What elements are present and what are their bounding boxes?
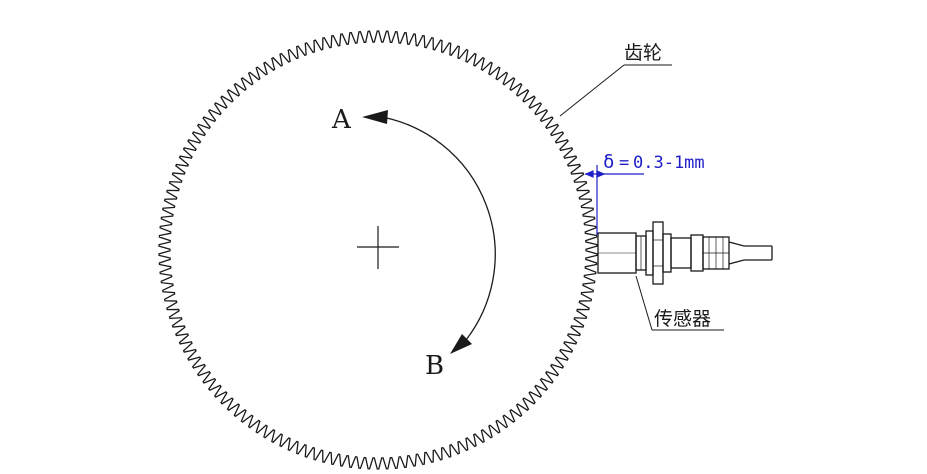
gap-dimension	[584, 165, 644, 235]
gap-equals: =	[619, 153, 629, 173]
arrowhead-b	[450, 334, 472, 354]
sensor-leader-line	[635, 275, 653, 331]
gear-teeth	[158, 30, 598, 470]
gap-value: 0.3-1mm	[633, 153, 705, 173]
gear-leader-line	[559, 64, 625, 117]
sensor-body	[597, 221, 773, 285]
center-mark	[357, 226, 399, 269]
sensor-label: 传感器	[654, 308, 711, 330]
arrowhead-a	[362, 110, 388, 124]
rotation-arc	[381, 116, 496, 341]
gear-label: 齿轮	[624, 42, 662, 64]
point-a-label: A	[331, 105, 352, 135]
point-b-label: B	[425, 351, 444, 381]
gap-symbol: δ	[603, 151, 614, 173]
